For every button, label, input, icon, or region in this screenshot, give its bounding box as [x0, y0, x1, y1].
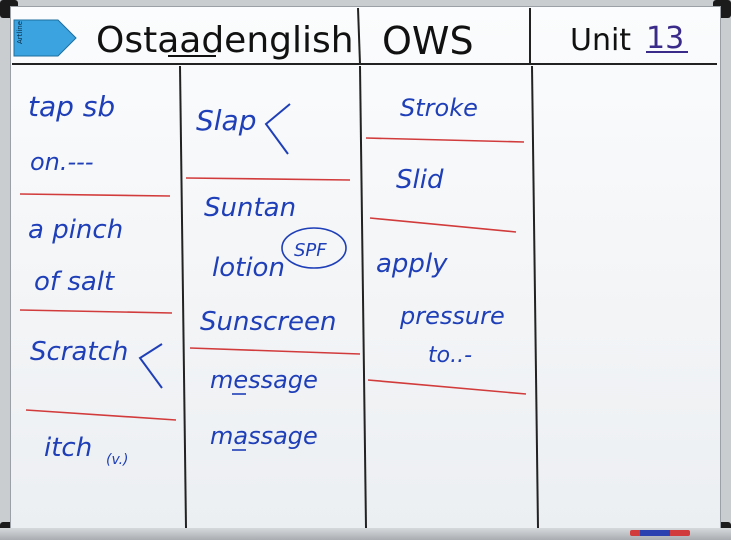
col3-pressure: pressure — [399, 302, 505, 330]
spf-circle — [281, 227, 347, 269]
col2-spf: SPF — [294, 240, 327, 261]
col2-message: message — [210, 366, 318, 394]
eraser-label: Artline — [16, 21, 24, 44]
col1-itch: itch — [44, 433, 92, 463]
col1-salt: of salt — [34, 267, 115, 297]
slap-bracket — [264, 103, 291, 155]
col1-on: on.--- — [30, 148, 94, 176]
ows-label: OWS — [382, 19, 474, 63]
column-divider — [359, 65, 367, 529]
marker-tray — [0, 528, 731, 540]
marker-cap — [640, 530, 670, 536]
col2-suntan: Suntan — [204, 193, 296, 223]
col1-tap: tap sb — [28, 90, 115, 123]
brand-title: Ostaadenglish — [96, 20, 354, 61]
red-separators — [19, 137, 527, 421]
col2-sunscreen: Sunscreen — [200, 307, 336, 337]
unit-label: Unit — [570, 23, 631, 58]
col2-lotion: lotion — [212, 253, 285, 283]
scratch-bracket — [138, 343, 163, 389]
col2-massage: massage — [210, 422, 318, 450]
column-divider — [531, 65, 539, 529]
col3-apply: apply — [376, 249, 448, 279]
col3-slid: Slid — [396, 165, 444, 195]
col2-slap: Slap — [196, 104, 256, 137]
eraser: Artline — [13, 19, 77, 57]
column-divider — [179, 65, 187, 529]
col1-pinch: a pinch — [28, 215, 123, 245]
unit-number: 13 — [646, 21, 684, 56]
col3-stroke: Stroke — [400, 94, 478, 122]
col1-verb-note: (v.) — [106, 452, 129, 468]
col1-scratch: Scratch — [30, 337, 128, 367]
col3-to: to..- — [428, 343, 472, 368]
header-separator — [357, 7, 361, 65]
